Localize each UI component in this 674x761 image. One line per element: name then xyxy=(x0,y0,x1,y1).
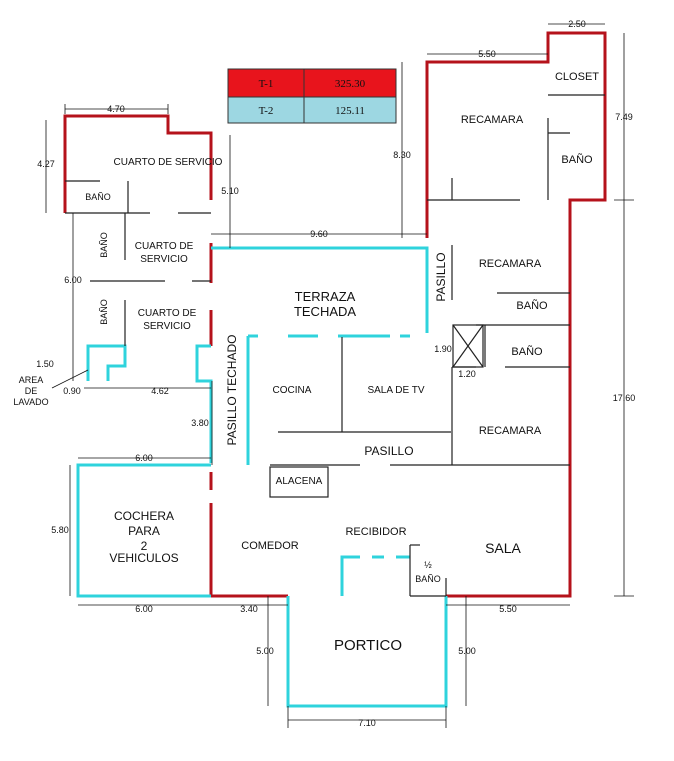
dim-580: 5.80 xyxy=(51,525,69,535)
label-cochera-4: VEHICULOS xyxy=(109,551,178,565)
dim-749: 7.49 xyxy=(615,112,633,122)
interior-walls xyxy=(65,94,605,597)
portico-wall xyxy=(286,596,448,708)
dim-500-r: 5.00 xyxy=(458,646,476,656)
legend-t2-value: 125.11 xyxy=(335,105,365,117)
legend-t1-label-cell xyxy=(227,68,305,98)
label-recamara-1: RECAMARA xyxy=(461,114,524,126)
dim-550-top: 5.50 xyxy=(478,49,496,59)
label-cuarto-servicio-2a: CUARTO DE xyxy=(135,241,194,252)
label-cuarto-servicio-3b: SERVICIO xyxy=(143,321,191,332)
portico-entry xyxy=(340,555,360,596)
dimension-labels: 4.70 4.27 5.10 6.00 1.50 0.90 4.62 3.80 … xyxy=(36,19,635,728)
dim-427: 4.27 xyxy=(37,159,55,169)
label-bano-recamara-1: BAÑO xyxy=(561,153,593,166)
label-terraza-2: TECHADA xyxy=(294,304,356,319)
label-recamara-2: RECAMARA xyxy=(479,258,542,270)
dim-470: 4.70 xyxy=(107,104,125,114)
legend-t2-value-cell xyxy=(303,96,397,124)
dim-600-top: 6.00 xyxy=(135,453,153,463)
terrace-wall xyxy=(211,246,429,333)
legend-t1-value: 325.30 xyxy=(335,78,366,90)
label-alacena: ALACENA xyxy=(276,476,323,487)
label-recibidor: RECIBIDOR xyxy=(345,526,406,538)
label-bano-vertical-2: BAÑO xyxy=(99,299,109,325)
label-cochera-2: PARA xyxy=(128,524,160,538)
room-labels: CUARTO DE SERVICIO BAÑO BAÑO CUARTO DE S… xyxy=(13,71,599,654)
stair-void xyxy=(452,324,484,368)
service-wall xyxy=(63,114,213,213)
label-cocina: COCINA xyxy=(273,385,312,396)
label-cochera-1: COCHERA xyxy=(114,509,174,523)
label-area-lavado-3: LAVADO xyxy=(13,397,48,407)
dim-090: 0.90 xyxy=(63,386,81,396)
area-legend: T-1 325.30 T-2 125.11 xyxy=(227,68,397,124)
label-pasillo-techado: PASILLO TECHADO xyxy=(225,335,239,446)
label-sala: SALA xyxy=(485,540,521,556)
legend-t1-label: T-1 xyxy=(259,78,274,90)
dim-1760: 17.60 xyxy=(613,393,636,403)
label-comedor: COMEDOR xyxy=(241,540,299,552)
dim-150: 1.50 xyxy=(36,359,54,369)
label-bano-recamara-2: BAÑO xyxy=(516,299,548,312)
covered-hall-wall xyxy=(195,344,213,463)
label-pasillo-h: PASILLO xyxy=(364,444,413,458)
dim-462: 4.62 xyxy=(151,386,169,396)
label-area-lavado-2: DE xyxy=(25,386,38,396)
label-bano-vertical-1: BAÑO xyxy=(99,232,109,258)
garage-wall xyxy=(76,463,211,598)
dim-510: 5.10 xyxy=(221,186,239,196)
label-medio-bano: BAÑO xyxy=(415,574,441,584)
dim-830: 8.30 xyxy=(393,150,411,160)
main-wall-right xyxy=(425,31,607,598)
dim-340: 3.40 xyxy=(240,604,258,614)
label-cuarto-servicio-3a: CUARTO DE xyxy=(138,308,197,319)
legend-t1-value-cell xyxy=(303,68,397,98)
dim-500-l: 5.00 xyxy=(256,646,274,656)
legend-t2-label-cell xyxy=(227,96,305,124)
dim-710: 7.10 xyxy=(358,718,376,728)
label-cochera-3: 2 xyxy=(141,539,148,553)
label-sala-tv: SALA DE TV xyxy=(367,385,424,396)
laundry-wall xyxy=(86,344,127,381)
label-recamara-3: RECAMARA xyxy=(479,425,542,437)
label-pasillo-v: PASILLO xyxy=(434,252,448,301)
label-medio-bano-frac: ½ xyxy=(424,560,432,570)
dim-120: 1.20 xyxy=(458,369,476,379)
glass-walls xyxy=(76,246,448,708)
dim-250: 2.50 xyxy=(568,19,586,29)
dim-600-bot: 6.00 xyxy=(135,604,153,614)
label-cuarto-servicio-1: CUARTO DE SERVICIO xyxy=(114,157,223,168)
dim-190: 1.90 xyxy=(434,344,452,354)
dim-960: 9.60 xyxy=(310,229,328,239)
label-bano-recamara-3: BAÑO xyxy=(511,345,543,358)
dim-380: 3.80 xyxy=(191,418,209,428)
label-closet: CLOSET xyxy=(555,71,599,83)
label-area-lavado-1: AREA xyxy=(19,375,44,385)
label-terraza-1: TERRAZA xyxy=(295,289,356,304)
dim-600-v: 6.00 xyxy=(64,275,82,285)
legend-t2-label: T-2 xyxy=(259,105,274,117)
label-cuarto-servicio-2b: SERVICIO xyxy=(140,254,188,265)
label-portico: PORTICO xyxy=(334,637,402,654)
dimension-lines xyxy=(45,23,634,728)
dim-550-bot: 5.50 xyxy=(499,604,517,614)
label-bano-servicio: BAÑO xyxy=(85,192,111,202)
alacena-box xyxy=(269,466,329,498)
